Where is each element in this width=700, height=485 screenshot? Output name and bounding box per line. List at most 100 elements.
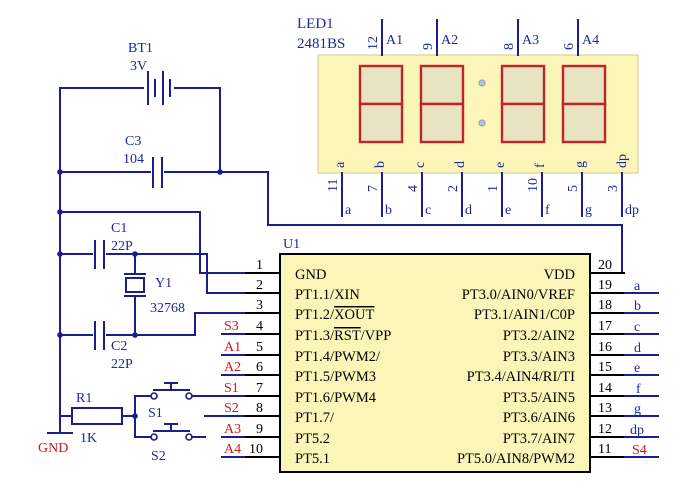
resistor-r1: R1 1K	[59, 391, 151, 446]
battery-bt1: BT1 3V	[59, 41, 221, 173]
pin-name-p12: PT1.2/XOUT	[295, 307, 374, 323]
pin-num-9: 9	[256, 422, 263, 437]
net-g: g	[634, 402, 641, 417]
led-net-b: b	[385, 203, 392, 218]
pin-num-6: 6	[256, 360, 263, 375]
led-pin-10: 10	[526, 178, 541, 192]
pin-num-17: 17	[598, 319, 612, 334]
led-net-c: c	[425, 203, 431, 218]
led-display-led1: LED1 2481BS 12 A1 9 A2 8 A3 6 A4	[297, 16, 639, 218]
pin-num-3: 3	[256, 298, 263, 313]
capacitor-c1: C1 22P	[57, 221, 246, 294]
led-pin-3: 3	[606, 185, 621, 192]
led-seg-dp: dp	[615, 154, 630, 168]
pin-name-p17: PT1.7/	[295, 410, 335, 426]
r1-refdes: R1	[76, 391, 92, 406]
pin-num-5: 5	[256, 340, 263, 355]
led-pin-1: 1	[486, 185, 501, 192]
pin-name-p50: PT5.0/AIN8/PWM2	[457, 451, 575, 467]
led-pin-2: 2	[446, 185, 461, 192]
s2-refdes: S2	[151, 449, 166, 464]
led-pin-5: 5	[566, 185, 581, 192]
switch-s2: S2	[150, 423, 206, 464]
led-pin-7: 7	[366, 185, 381, 192]
net-s1: S1	[224, 381, 239, 396]
led-seg-b: b	[373, 161, 388, 168]
net-s4: S4	[632, 443, 647, 458]
net-d: d	[634, 341, 641, 356]
bt1-refdes: BT1	[128, 41, 153, 56]
pin-name-gnd: GND	[295, 267, 326, 283]
led-pin-6: 6	[562, 43, 577, 50]
pin-name-p35: PT3.5/AIN5	[503, 390, 575, 406]
pin-num-11: 11	[598, 442, 611, 457]
y1-refdes: Y1	[155, 276, 172, 291]
led1-refdes: LED1	[297, 16, 334, 32]
c2-refdes: C2	[111, 339, 127, 354]
led-pin-a1: A1	[386, 33, 403, 48]
c1-value: 22P	[111, 239, 133, 254]
led-pin-a4: A4	[582, 33, 599, 48]
s1-refdes: S1	[148, 406, 163, 421]
led-pin-9: 9	[421, 43, 436, 50]
pin-num-8: 8	[256, 401, 263, 416]
net-a4: A4	[224, 442, 241, 457]
led-seg-a: a	[333, 161, 348, 168]
c1-refdes: C1	[111, 221, 127, 236]
led-seg-c: c	[413, 162, 428, 168]
y1-value: 32768	[150, 301, 185, 316]
net-s2: S2	[224, 401, 239, 416]
net-dp: dp	[630, 423, 644, 438]
net-f: f	[636, 382, 641, 397]
pin-name-p36: PT3.6/AIN6	[503, 410, 575, 426]
pin-num-19: 19	[598, 278, 612, 293]
colon-dots	[478, 79, 486, 127]
pin-name-p11: PT1.1/XIN	[295, 287, 360, 303]
led-pin-4: 4	[406, 185, 421, 192]
net-a: a	[634, 279, 641, 294]
left-net-stubs: S3 A1 A2 S1 S2 A3 A4	[204, 319, 246, 458]
led-net-f: f	[545, 203, 550, 218]
pin-name-p34: PT3.4/AIN4/RI/TI	[467, 369, 576, 385]
led-seg-f: f	[533, 163, 548, 168]
led-net-g: g	[585, 203, 592, 218]
net-s3: S3	[224, 319, 239, 334]
led-seg-e: e	[493, 162, 508, 168]
pin-num-4: 4	[256, 319, 263, 334]
digit-3	[500, 64, 546, 144]
led-net-dp: dp	[625, 203, 639, 218]
pin-num-20: 20	[598, 258, 612, 273]
bt1-value: 3V	[130, 59, 147, 74]
digit-4	[561, 64, 607, 144]
pin-name-p51: PT5.1	[295, 451, 330, 467]
led-net-d: d	[465, 203, 472, 218]
pin-name-p16: PT1.6/PWM4	[295, 390, 377, 406]
pin-num-7: 7	[256, 381, 263, 396]
pin-name-p31: PT3.1/AIN1/C0P	[474, 307, 575, 323]
net-a2: A2	[224, 360, 241, 375]
digit-2	[419, 64, 465, 144]
c3-refdes: C3	[125, 134, 141, 149]
net-b: b	[634, 299, 641, 314]
led-net-a: a	[345, 203, 352, 218]
gnd-label: GND	[38, 441, 68, 456]
pin-num-1: 1	[256, 258, 263, 273]
ground-symbol: GND	[38, 415, 73, 456]
gnd-net	[57, 87, 246, 417]
net-e: e	[634, 361, 640, 376]
led-pin-8: 8	[502, 43, 517, 50]
capacitor-c2: C2 22P	[57, 312, 246, 372]
mcu-u1: U1 1 2 3	[245, 237, 625, 473]
pin-name-p37: PT3.7/AIN7	[503, 431, 575, 447]
pin-name-p52: PT5.2	[295, 431, 330, 447]
led-pin-a2: A2	[441, 33, 458, 48]
net-a3: A3	[224, 422, 241, 437]
c2-value: 22P	[111, 357, 133, 372]
digit-1	[358, 64, 404, 144]
net-c: c	[634, 320, 640, 335]
pin-num-15: 15	[598, 360, 612, 375]
led-pin-12: 12	[366, 36, 381, 50]
pin-num-16: 16	[598, 340, 612, 355]
led-seg-d: d	[453, 161, 468, 168]
